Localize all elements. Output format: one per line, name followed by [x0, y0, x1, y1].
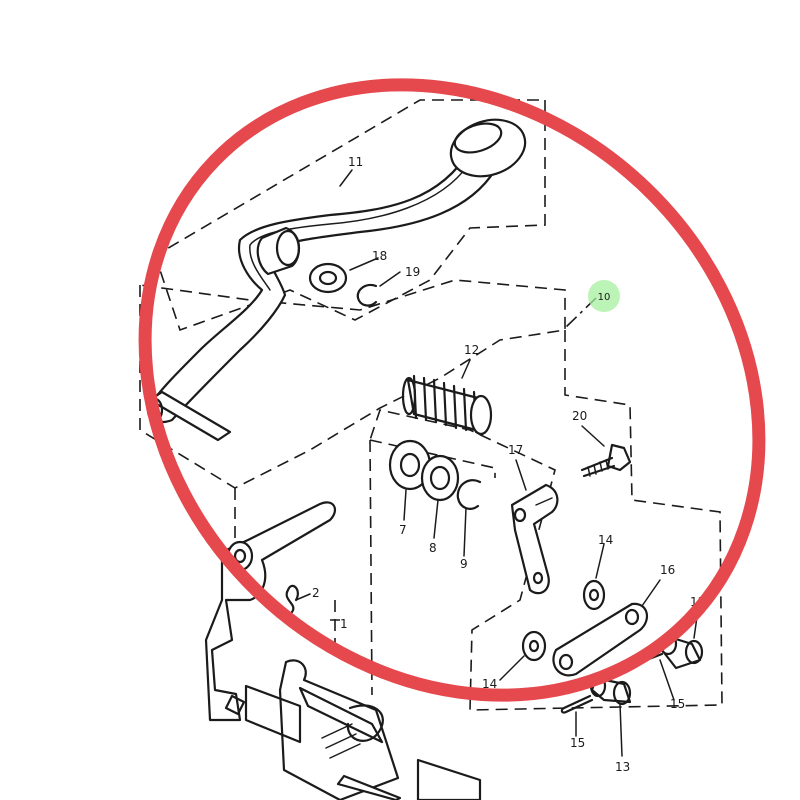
- assembly-marker-10: 10: [588, 280, 620, 312]
- return-spring-12: [401, 374, 493, 436]
- callout-15-right: 15: [670, 697, 685, 711]
- callout-15-lower: 15: [570, 736, 585, 750]
- highlight-ellipse: [138, 78, 766, 702]
- callout-labels: 11 18 19 12 20 17 7 8 9 14 16 13 2 1 14 …: [312, 155, 705, 774]
- leader-lines: [295, 169, 699, 757]
- callout-19: 19: [405, 265, 420, 279]
- callout-8: 8: [429, 541, 437, 555]
- callout-7: 7: [399, 523, 407, 537]
- linkage-group-outline: [369, 330, 723, 711]
- cotter-pin-15-lower: [560, 694, 594, 714]
- circlip-9: [456, 479, 482, 510]
- link-plate-16: [552, 602, 649, 677]
- pedal-rubber-edge: [453, 122, 503, 154]
- callout-9: 9: [460, 557, 468, 571]
- shift-arm-17: [510, 483, 559, 595]
- callout-18: 18: [372, 249, 387, 263]
- shift-pedal: [146, 118, 527, 442]
- shift-shaft-assembly: [204, 501, 482, 800]
- circlip-19: [356, 283, 378, 307]
- washer-14-upper: [582, 579, 606, 611]
- washer-18: [308, 262, 348, 294]
- callout-20: 20: [572, 409, 587, 423]
- callout-13-lower: 13: [615, 760, 630, 774]
- callout-11: 11: [348, 155, 363, 169]
- washer-14-lower: [521, 630, 547, 662]
- callout-16: 16: [660, 563, 675, 577]
- callout-12: 12: [464, 343, 479, 357]
- pedal-boss-face: [275, 229, 301, 267]
- pedal-shaft: [148, 390, 232, 442]
- pedal-arm-contour: [249, 164, 469, 291]
- marker-10-label: 10: [598, 292, 611, 303]
- callout-17: 17: [508, 443, 523, 457]
- bolt-20: [580, 443, 632, 478]
- washer-8: [420, 454, 460, 502]
- callout-14-lower: 14: [482, 677, 497, 691]
- callout-1: 1: [340, 617, 348, 631]
- callout-14-upper: 14: [598, 533, 613, 547]
- callout-2: 2: [312, 586, 320, 600]
